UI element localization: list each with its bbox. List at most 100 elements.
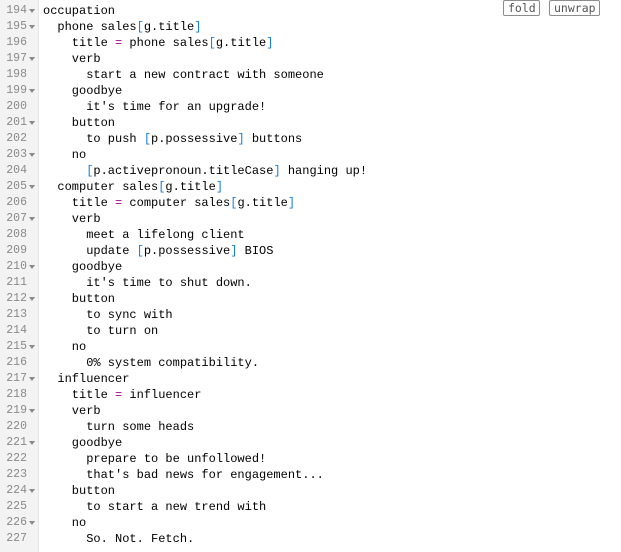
text-token: it's time for an upgrade! xyxy=(86,100,267,114)
fold-toggle-icon[interactable] xyxy=(29,345,35,349)
fold-toggle-icon[interactable] xyxy=(29,409,35,413)
fold-button[interactable]: fold xyxy=(503,0,540,16)
line-number: 224 xyxy=(6,484,27,497)
code-text: [p.activepronoun.titleCase] hanging up! xyxy=(43,163,367,179)
line-number: 203 xyxy=(6,148,27,161)
bracket-token: ] xyxy=(273,164,281,178)
code-line[interactable]: 226 no xyxy=(0,515,621,531)
line-number: 217 xyxy=(6,372,27,385)
fold-toggle-icon[interactable] xyxy=(29,121,35,125)
line-number: 194 xyxy=(6,4,27,17)
code-line[interactable]: 206 title = computer sales[g.title] xyxy=(0,195,621,211)
line-number: 210 xyxy=(6,260,27,273)
code-line[interactable]: 208 meet a lifelong client xyxy=(0,227,621,243)
line-number: 197 xyxy=(6,52,27,65)
code-text: occupation xyxy=(43,3,115,19)
fold-toggle-icon[interactable] xyxy=(29,57,35,61)
text-token: it's time to shut down. xyxy=(86,276,252,290)
line-number: 196 xyxy=(6,36,27,49)
fold-toggle-icon[interactable] xyxy=(29,153,35,157)
bracket-token: ] xyxy=(266,36,274,50)
code-text: button xyxy=(43,483,115,499)
fold-toggle-icon[interactable] xyxy=(29,89,35,93)
fold-toggle-icon[interactable] xyxy=(29,489,35,493)
text-token: influencer xyxy=(57,372,130,386)
fold-toggle-icon[interactable] xyxy=(29,521,35,525)
fold-toggle-icon[interactable] xyxy=(29,217,35,221)
text-token: g.title xyxy=(237,196,288,210)
code-text: to turn on xyxy=(43,323,158,339)
code-text: start a new contract with someone xyxy=(43,67,324,83)
fold-toggle-icon[interactable] xyxy=(29,377,35,381)
text-token: that's bad news for engagement... xyxy=(86,468,324,482)
fold-toggle-icon[interactable] xyxy=(29,297,35,301)
line-number: 205 xyxy=(6,180,27,193)
fold-toggle-icon[interactable] xyxy=(29,265,35,269)
code-line[interactable]: 210 goodbye xyxy=(0,259,621,275)
fold-toggle-icon[interactable] xyxy=(29,9,35,13)
text-token: meet a lifelong client xyxy=(86,228,245,242)
text-token: p.possessive xyxy=(151,132,238,146)
code-text: goodbye xyxy=(43,259,122,275)
code-text: title = computer sales[g.title] xyxy=(43,195,295,211)
code-text: that's bad news for engagement... xyxy=(43,467,324,483)
code-line[interactable]: 194 occupation xyxy=(0,3,621,19)
text-token: button xyxy=(71,484,116,498)
bracket-token: [ xyxy=(86,164,94,178)
code-line[interactable]: 204[p.activepronoun.titleCase] hanging u… xyxy=(0,163,621,179)
fold-toggle-icon[interactable] xyxy=(29,25,35,29)
code-line[interactable]: 197 verb xyxy=(0,51,621,67)
line-number: 211 xyxy=(6,276,27,289)
text-token: computer sales xyxy=(57,180,159,194)
fold-toggle-icon[interactable] xyxy=(29,185,35,189)
code-text: verb xyxy=(43,51,101,67)
text-token: goodbye xyxy=(71,436,123,450)
code-text: to push [p.possessive] buttons xyxy=(43,131,302,147)
fold-toggle-icon[interactable] xyxy=(29,441,35,445)
line-number: 208 xyxy=(6,228,27,241)
line-number: 200 xyxy=(6,100,27,113)
unwrap-button[interactable]: unwrap xyxy=(549,0,600,16)
code-text: verb xyxy=(43,211,101,227)
code-text: it's time for an upgrade! xyxy=(43,99,266,115)
code-text: no xyxy=(43,515,86,531)
code-text: button xyxy=(43,291,115,307)
code-line[interactable]: 200 it's time for an upgrade! xyxy=(0,99,621,115)
line-number: 209 xyxy=(6,244,27,257)
text-token: computer sales xyxy=(122,196,231,210)
line-number: 226 xyxy=(6,516,27,529)
code-line[interactable]: 224 button xyxy=(0,483,621,499)
line-number: 206 xyxy=(6,196,27,209)
text-token: start a new contract with someone xyxy=(86,68,324,82)
text-token: verb xyxy=(71,52,101,66)
text-token: no xyxy=(71,340,87,354)
code-line[interactable]: 217 influencer xyxy=(0,371,621,387)
code-line[interactable]: 211 it's time to shut down. xyxy=(0,275,621,291)
text-token: p.activepronoun.titleCase xyxy=(93,164,274,178)
